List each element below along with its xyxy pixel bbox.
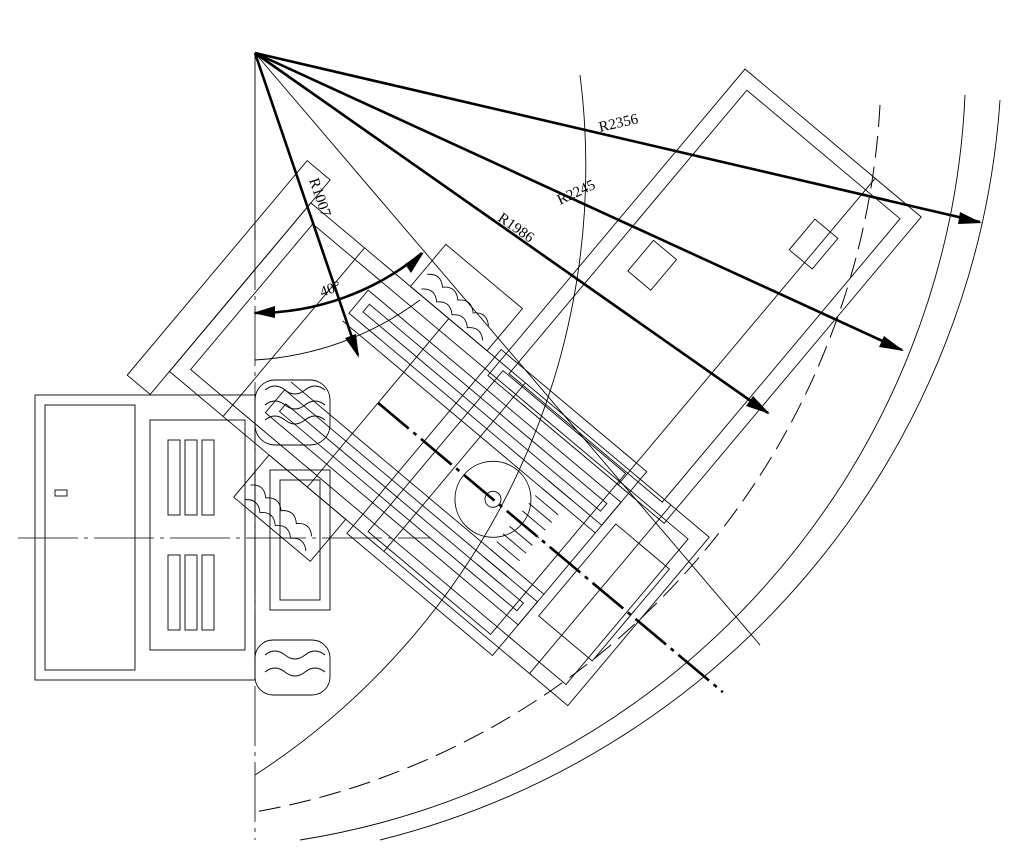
vent-slot — [167, 439, 181, 516]
arrowhead-r1007 — [345, 334, 359, 358]
label-angle: 40° — [318, 279, 343, 301]
radius-line-r1007 — [253, 52, 360, 356]
vent-slot — [184, 439, 198, 516]
radius-lines — [253, 51, 982, 415]
rear-frame-box-inner — [279, 479, 321, 601]
counterweight-outline — [34, 394, 256, 681]
counterweight-panel — [149, 419, 246, 651]
grille — [477, 479, 572, 585]
load-plate-outline — [487, 68, 922, 524]
load-bracket — [788, 218, 839, 270]
arrowhead-r2245 — [879, 336, 904, 351]
counterweight-inner — [44, 404, 136, 671]
overhead-guard-inner — [367, 370, 627, 635]
counterweight — [34, 379, 331, 696]
arc-outer-2 — [299, 94, 966, 841]
radius-line-r1986 — [254, 51, 769, 415]
fork-load-plate — [487, 68, 922, 524]
front-wheel-left — [233, 454, 347, 563]
cross-member — [222, 247, 365, 417]
load-plate-line — [617, 178, 876, 486]
radius-line-r2356 — [254, 51, 981, 224]
vent-slot — [201, 439, 215, 516]
forklift-body — [126, 159, 724, 707]
arc-inner-r1007 — [254, 299, 421, 361]
front-wheel-right — [409, 243, 524, 352]
arc-outer-3 — [379, 99, 1001, 841]
label-r2356: R2356 — [597, 111, 640, 136]
chassis-inner — [189, 223, 689, 686]
vent-slot — [184, 554, 198, 631]
angle-arc — [254, 251, 423, 315]
load-bracket — [627, 239, 678, 291]
arrowhead-r2356 — [958, 212, 982, 224]
label-r2245: R2245 — [555, 177, 598, 208]
angle-arrow-right — [405, 252, 424, 273]
vent-slot — [201, 554, 215, 631]
rear-wheel-bottom — [254, 639, 331, 696]
center-lines — [18, 52, 761, 840]
turning-arcs — [254, 74, 1001, 841]
arrowhead-r1986 — [746, 396, 770, 414]
rear-wheel-top — [254, 379, 331, 446]
mast-right — [348, 289, 622, 526]
body-axis — [377, 401, 724, 694]
diagonal-centerline — [254, 52, 761, 646]
fork-carriage — [126, 159, 331, 396]
mast-left — [264, 389, 539, 626]
vent-slot — [167, 554, 181, 631]
radius-line-r2245 — [254, 51, 903, 352]
angle-arrow-left — [253, 306, 275, 318]
angle-dimension — [253, 251, 424, 318]
indicator-slot — [54, 489, 68, 497]
rear-frame-box — [269, 469, 331, 611]
cross-member — [383, 382, 526, 552]
arc-outer-1 — [254, 74, 587, 776]
load-plate-inner — [508, 89, 901, 503]
arc-dashed-1 — [254, 104, 881, 813]
label-r1986: R1986 — [495, 210, 537, 246]
mast-inner-left — [278, 403, 524, 612]
mast-inner-right — [362, 303, 608, 512]
